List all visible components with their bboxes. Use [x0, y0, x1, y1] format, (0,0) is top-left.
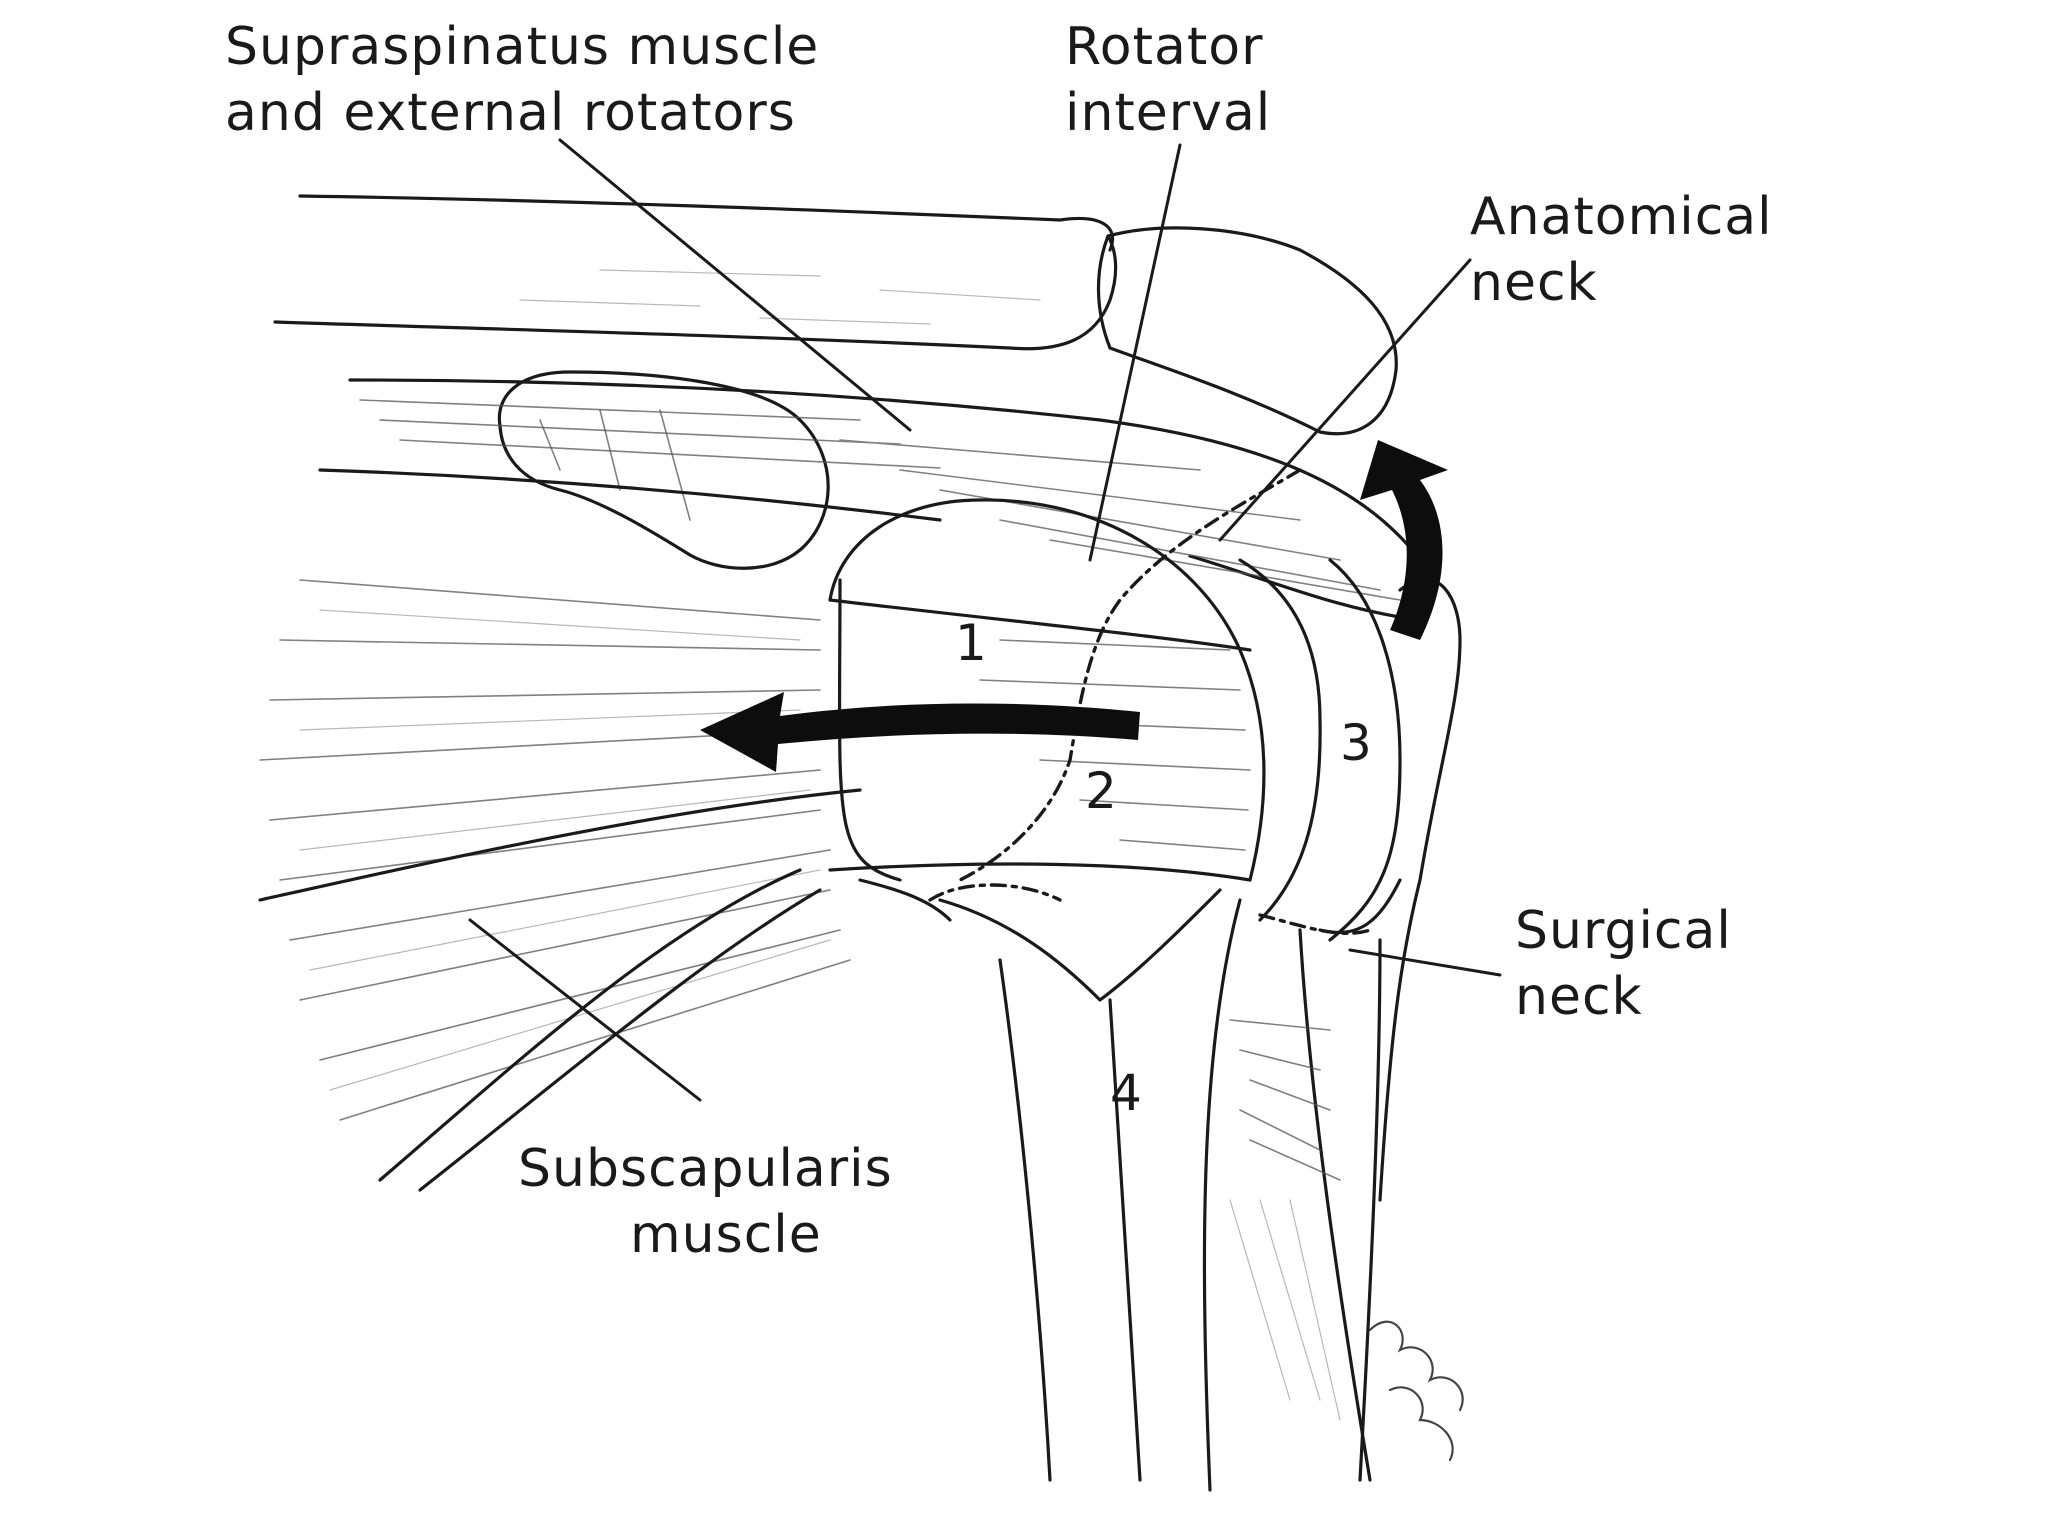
subscapularis-fibers [258, 579, 862, 1192]
leader-surgical-neck [1348, 948, 1502, 977]
segment-1: 1 [955, 614, 987, 672]
clavicle-acromion [273, 194, 1398, 436]
supraspinatus-muscle [318, 378, 1422, 622]
artist-signature [1368, 1320, 1464, 1462]
humeral-shaft [858, 878, 1382, 1492]
label-anatomical-1: Anatomical [1470, 187, 1773, 247]
structure-labels: Supraspinatus muscle and external rotato… [225, 17, 1773, 1265]
arrow-up [1360, 440, 1448, 640]
rotation-arrows [700, 440, 1448, 772]
leader-anatomical-neck [1218, 258, 1472, 542]
label-subscapularis-2: muscle [630, 1205, 822, 1265]
segment-numbers: 1 2 3 4 [955, 614, 1372, 1122]
segment-4: 4 [1110, 1064, 1142, 1122]
leader-supraspinatus [558, 138, 912, 432]
humeral-head [828, 498, 1462, 1202]
label-rotator-2: interval [1065, 83, 1271, 143]
label-supraspinatus-1: Supraspinatus muscle [225, 17, 819, 77]
label-supraspinatus-2: and external rotators [225, 83, 796, 143]
leader-subscapularis [468, 918, 702, 1102]
coracoid-process [497, 370, 830, 570]
label-anatomical-2: neck [1470, 253, 1598, 313]
label-surgical-2: neck [1515, 967, 1643, 1027]
arrow-left [700, 692, 1140, 772]
label-surgical-1: Surgical [1515, 901, 1732, 961]
segment-3: 3 [1340, 714, 1372, 772]
fracture-lines [928, 468, 1372, 935]
leader-lines [468, 138, 1502, 1102]
label-rotator-1: Rotator [1065, 17, 1263, 77]
label-subscapularis-1: Subscapularis [518, 1139, 893, 1199]
leader-rotator-interval [1088, 143, 1182, 562]
segment-2: 2 [1085, 762, 1117, 820]
